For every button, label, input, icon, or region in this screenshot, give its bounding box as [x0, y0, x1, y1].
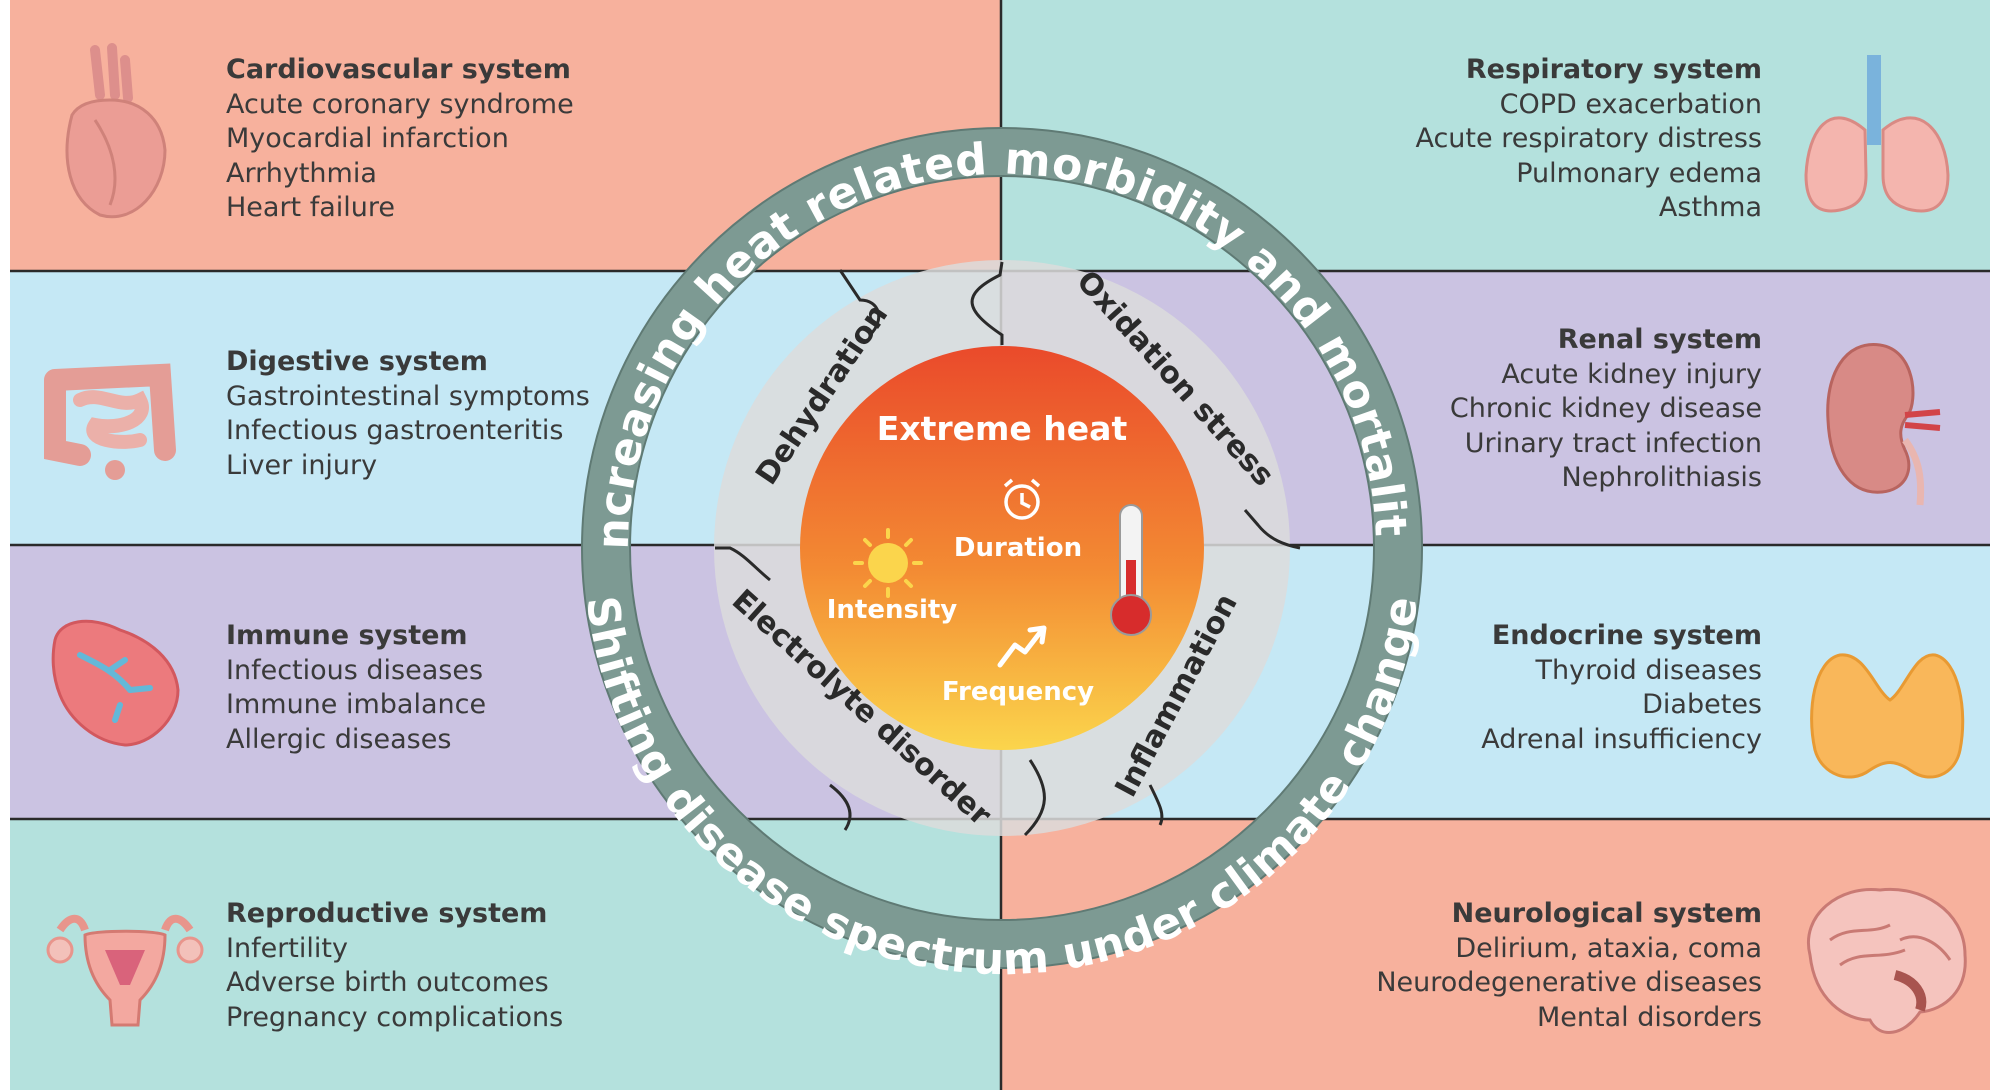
reproductive-title: Reproductive system [226, 898, 547, 929]
neurological-title: Neurological system [1452, 898, 1762, 929]
cardiovascular-item: Heart failure [226, 192, 395, 223]
immune-block: Immune system Infectious diseases Immune… [226, 620, 486, 755]
inner-ring-edge [629, 175, 1375, 921]
uterus-icon [46, 914, 204, 1027]
immune-title: Immune system [226, 620, 468, 651]
renal-item: Urinary tract infection [1465, 428, 1762, 459]
reproductive-item: Adverse birth outcomes [226, 967, 549, 998]
renal-title: Renal system [1558, 324, 1762, 355]
thyroid-icon [1810, 653, 1965, 779]
renal-item: Chronic kidney disease [1450, 393, 1762, 424]
outer-ring [582, 128, 1422, 968]
brain-icon [1807, 887, 1967, 1034]
digestive-block: Digestive system Gastrointestinal sympto… [226, 346, 590, 481]
endocrine-item: Thyroid diseases [1535, 655, 1762, 686]
renal-item: Acute kidney injury [1501, 359, 1762, 390]
digestive-item: Infectious gastroenteritis [226, 415, 563, 446]
heart-icon [65, 43, 167, 219]
outer-ring-edge [581, 127, 1423, 969]
reproductive-item: Infertility [226, 933, 348, 964]
reproductive-block: Reproductive system Infertility Adverse … [226, 898, 563, 1033]
extreme-heat-core [800, 346, 1204, 750]
cardiovascular-title: Cardiovascular system [226, 54, 571, 85]
immune-item: Allergic diseases [226, 724, 451, 755]
immune-item: Immune imbalance [226, 689, 486, 720]
neurological-item: Delirium, ataxia, coma [1455, 933, 1762, 964]
neurological-item: Mental disorders [1537, 1002, 1762, 1033]
cardiovascular-item: Myocardial infarction [226, 123, 509, 154]
trend-up-icon [997, 625, 1047, 668]
kidney-icon [1826, 343, 1941, 506]
respiratory-item: COPD exacerbation [1500, 89, 1762, 120]
neurological-item: Neurodegenerative diseases [1376, 967, 1762, 998]
cardiovascular-item: Arrhythmia [226, 158, 377, 189]
digestive-item: Gastrointestinal symptoms [226, 381, 590, 412]
spleen-icon [51, 619, 180, 747]
renal-item: Nephrolithiasis [1562, 462, 1762, 493]
core-intensity: Intensity [827, 595, 958, 625]
renal-block: Renal system Acute kidney injury Chronic… [1450, 324, 1762, 493]
alarm-clock-icon [1003, 478, 1041, 520]
cardiovascular-block: Cardiovascular system Acute coronary syn… [226, 54, 574, 223]
respiratory-item: Pulmonary edema [1516, 158, 1762, 189]
core-duration: Duration [954, 533, 1082, 563]
respiratory-title: Respiratory system [1466, 54, 1762, 85]
core-frequency: Frequency [942, 677, 1094, 707]
endocrine-item: Diabetes [1642, 689, 1762, 720]
cardiovascular-item: Acute coronary syndrome [226, 89, 574, 120]
reproductive-item: Pregnancy complications [226, 1002, 563, 1033]
respiratory-item: Asthma [1659, 192, 1762, 223]
endocrine-title: Endocrine system [1492, 620, 1762, 651]
sun-icon [853, 528, 923, 598]
band-cardiovascular [10, 0, 1000, 270]
endocrine-block: Endocrine system Thyroid diseases Diabet… [1481, 620, 1762, 755]
mechanism-dividers [715, 261, 1301, 837]
core-title: Extreme heat [877, 409, 1128, 448]
band-reproductive [10, 820, 1000, 1090]
digestive-item: Liver injury [226, 450, 377, 481]
immune-item: Infectious diseases [226, 655, 483, 686]
respiratory-block: Respiratory system COPD exacerbation Acu… [1415, 54, 1762, 223]
digestive-title: Digestive system [226, 346, 488, 377]
endocrine-item: Adrenal insufficiency [1481, 724, 1762, 755]
neurological-block: Neurological system Delirium, ataxia, co… [1376, 898, 1762, 1033]
intestine-icon [44, 363, 176, 480]
thermometer-icon [1110, 504, 1152, 636]
respiratory-item: Acute respiratory distress [1415, 123, 1762, 154]
lungs-icon [1804, 55, 1950, 213]
